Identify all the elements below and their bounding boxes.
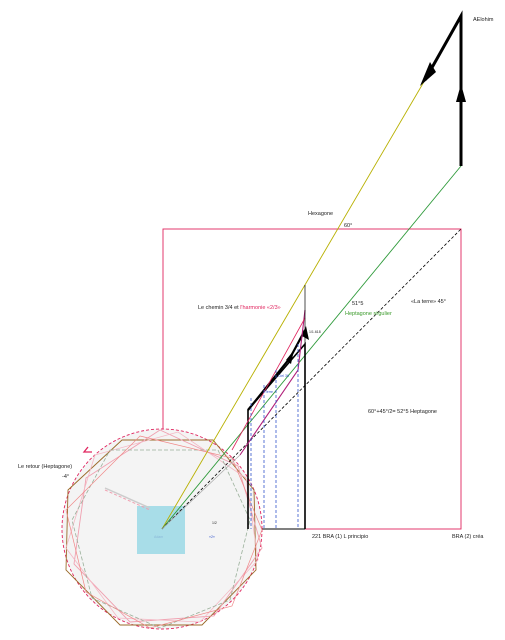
gray-ray-1 (161, 454, 241, 530)
crimson-path (231, 317, 306, 451)
green-line (161, 165, 462, 530)
label-chemin: Le chemin 3/4 et l'harmonie «2/3» (198, 305, 281, 311)
label-le-retour: Le retour (Heptagone) (18, 464, 72, 470)
label-heptagone-regulier: Heptagone régulier (345, 311, 392, 317)
arrow-head-left (420, 62, 436, 86)
heptagon-gray-dashed (71, 449, 251, 629)
label-bra2: BRA (2) créa (452, 534, 484, 540)
arrow-mid (286, 350, 294, 364)
left-arrow-mark (82, 446, 92, 453)
label-tag-b: Ciel 36 (278, 374, 289, 378)
aelohim-path (423, 10, 463, 166)
heptagon-salmon (65, 435, 263, 629)
gray-ray-3 (104, 487, 151, 509)
label-tag-c: Terre (265, 390, 273, 394)
black-dashed-line (161, 228, 462, 530)
arrow-head-up (456, 84, 466, 102)
gray-ray-2 (104, 489, 151, 511)
label-tag-a: 1/1.618 (309, 330, 321, 334)
label-tag-e: 1/2 (212, 521, 217, 525)
label-60: 60° (344, 223, 352, 229)
label-adam: Adam (154, 535, 163, 539)
label-la-terre: «La terre» 45° (411, 299, 446, 305)
label-bra1: 221 BRA (1) L principio (312, 534, 368, 540)
olive-line (161, 79, 426, 530)
label-51: 51°5 (352, 301, 363, 307)
label-formula: 60°+45°/2= 52°5 Heptagone (368, 409, 437, 415)
arrow-top (302, 326, 309, 340)
label-tag-d: 1 (252, 402, 254, 406)
label-hexagone: Hexagone (308, 211, 333, 217)
label-aelohim: AElohim (473, 17, 494, 23)
heptagon-pink-2 (65, 431, 259, 623)
label-two: «2» (209, 535, 215, 539)
hexagone-frame (162, 228, 462, 530)
label-chemin-part2: l'harmonie «2/3» (240, 305, 281, 311)
label-minus4: -4° (62, 474, 69, 480)
label-chemin-part1: Le chemin 3/4 et (198, 305, 240, 311)
